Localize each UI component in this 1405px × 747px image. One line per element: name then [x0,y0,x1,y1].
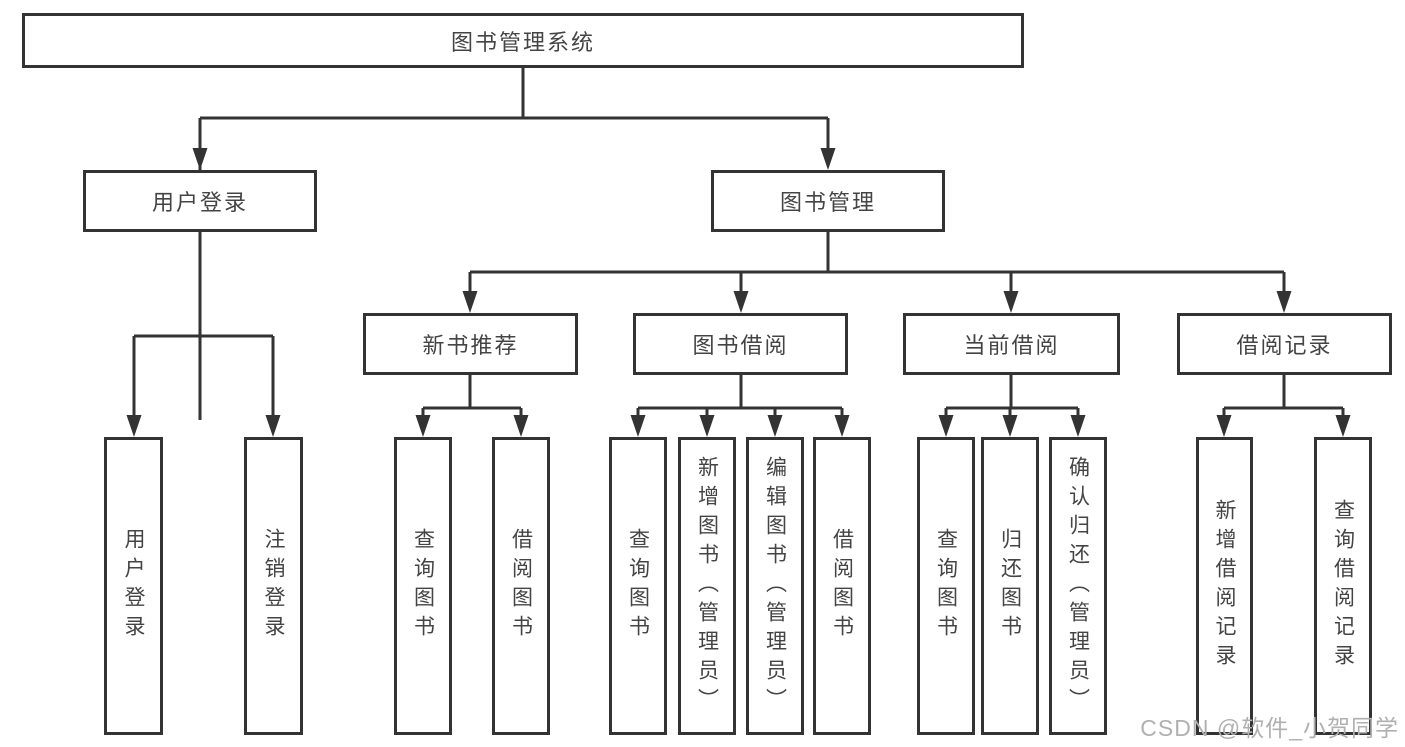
connector-root-to-level2 [192,68,836,420]
arrowhead [1335,415,1351,437]
node-label: 用户登录 [151,190,248,215]
arrowhead [415,415,431,437]
arrowhead [1070,415,1086,437]
leaf-borrow-book: 借阅图书 [813,437,871,735]
arrowhead [1002,415,1018,437]
arrowhead [699,415,715,437]
node-book-management: 图书管理 [711,170,945,232]
node-new-book-recommend: 新书推荐 [363,313,578,375]
arrowhead [630,415,646,437]
node-label: 图书管理 [779,190,876,215]
node-label: 新书推荐 [422,333,519,358]
node-current-borrow: 当前借阅 [903,313,1120,375]
arrowhead [820,148,836,170]
connector-bookmgmt-to-level3 [462,232,1292,313]
arrowhead [938,415,954,437]
arrowhead [513,415,529,437]
node-book-borrow: 图书借阅 [633,313,848,375]
node-library-system: 图书管理系统 [22,13,1024,68]
arrowhead [767,415,783,437]
connector-records-to-leaves [1216,375,1351,437]
leaf-borrow-book-recommend: 借阅图书 [492,437,550,735]
arrowhead [733,291,749,313]
arrowhead [192,148,208,170]
leaf-query-book-recommend: 查询图书 [394,437,452,735]
csdn-watermark: CSDN @软件_小贺同学 [1140,715,1399,741]
arrowhead [1216,415,1232,437]
leaf-add-book-admin: 新增图书（管理员） [678,437,736,735]
arrowhead [462,291,478,313]
leaf-return-book: 归还图书 [981,437,1039,735]
connector-userlogin-to-leaves [126,232,281,437]
arrowhead [1276,291,1292,313]
node-borrow-records: 借阅记录 [1177,313,1392,375]
arrowhead [1003,291,1019,313]
leaf-logout: 注销登录 [244,437,303,735]
leaf-confirm-return-admin: 确认归还（管理员） [1049,437,1107,735]
leaf-query-borrow-record: 查询借阅记录 [1314,437,1372,735]
connector-current-to-leaves [938,375,1086,437]
arrowhead [834,415,850,437]
node-user-login: 用户登录 [83,170,317,232]
arrowhead [265,415,281,437]
connector-newrec-to-leaves [415,375,529,437]
connector-borrow-to-leaves [630,375,850,437]
node-label: 借阅记录 [1236,333,1333,358]
arrowhead [126,415,142,437]
node-label: 图书管理系统 [450,29,595,55]
node-label: 图书借阅 [692,333,789,358]
leaf-add-borrow-record: 新增借阅记录 [1196,437,1253,735]
leaf-query-book-current: 查询图书 [917,437,975,735]
leaf-query-book-borrow: 查询图书 [609,437,667,735]
node-label: 当前借阅 [963,333,1060,358]
leaf-edit-book-admin: 编辑图书（管理员） [746,437,804,735]
leaf-user-login: 用户登录 [104,437,163,735]
